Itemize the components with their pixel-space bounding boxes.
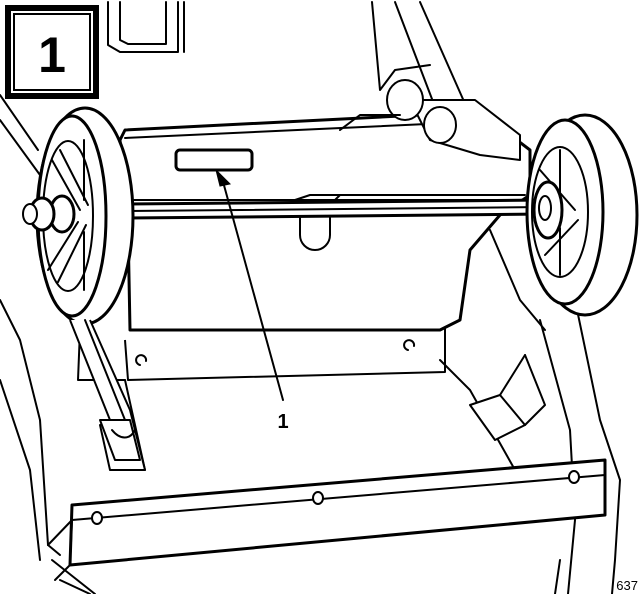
callout-label: 1	[277, 411, 288, 433]
paper-tray	[77, 325, 541, 471]
right-wheel	[525, 113, 639, 317]
cover-screw-hole-right	[568, 470, 580, 484]
callout-arrowhead	[215, 168, 232, 187]
printer-frame	[0, 1, 621, 594]
front-cover-bar	[47, 458, 607, 581]
cover-screw-hole-left	[91, 511, 103, 525]
step-number-box: 1	[5, 5, 99, 99]
roller-label-tag	[174, 148, 254, 172]
cover-screw-hole-center	[312, 491, 324, 505]
right-clip	[469, 354, 546, 441]
step-number: 1	[38, 27, 66, 83]
figure-code: 637	[616, 578, 638, 593]
callout-leader	[215, 168, 284, 401]
left-wheel	[22, 106, 135, 326]
left-guide-bracket	[69, 319, 146, 471]
